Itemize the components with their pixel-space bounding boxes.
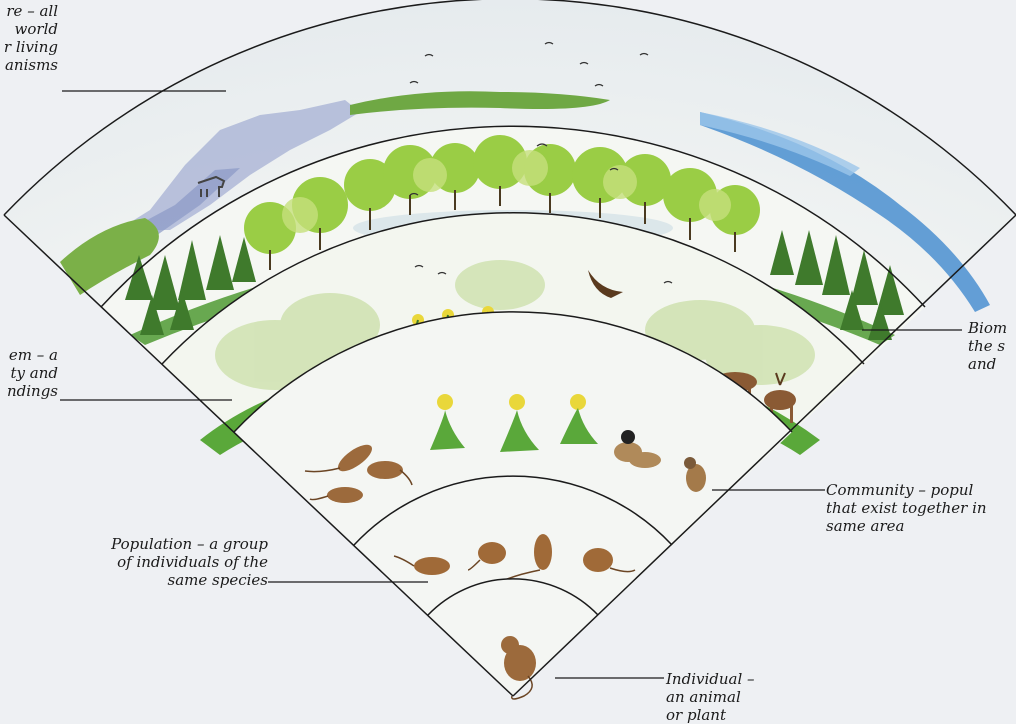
ecosystem-label: em – a ty and ndings	[7, 346, 58, 400]
population-label: Population – a group of individuals of t…	[111, 535, 268, 589]
biosphere-label: re – all world r living anisms	[4, 2, 58, 74]
biome-label: Biom the s and	[968, 319, 1007, 373]
individual-label: Individual – an animal or plant	[666, 670, 755, 724]
community-label: Community – popul that exist together in…	[826, 481, 987, 535]
